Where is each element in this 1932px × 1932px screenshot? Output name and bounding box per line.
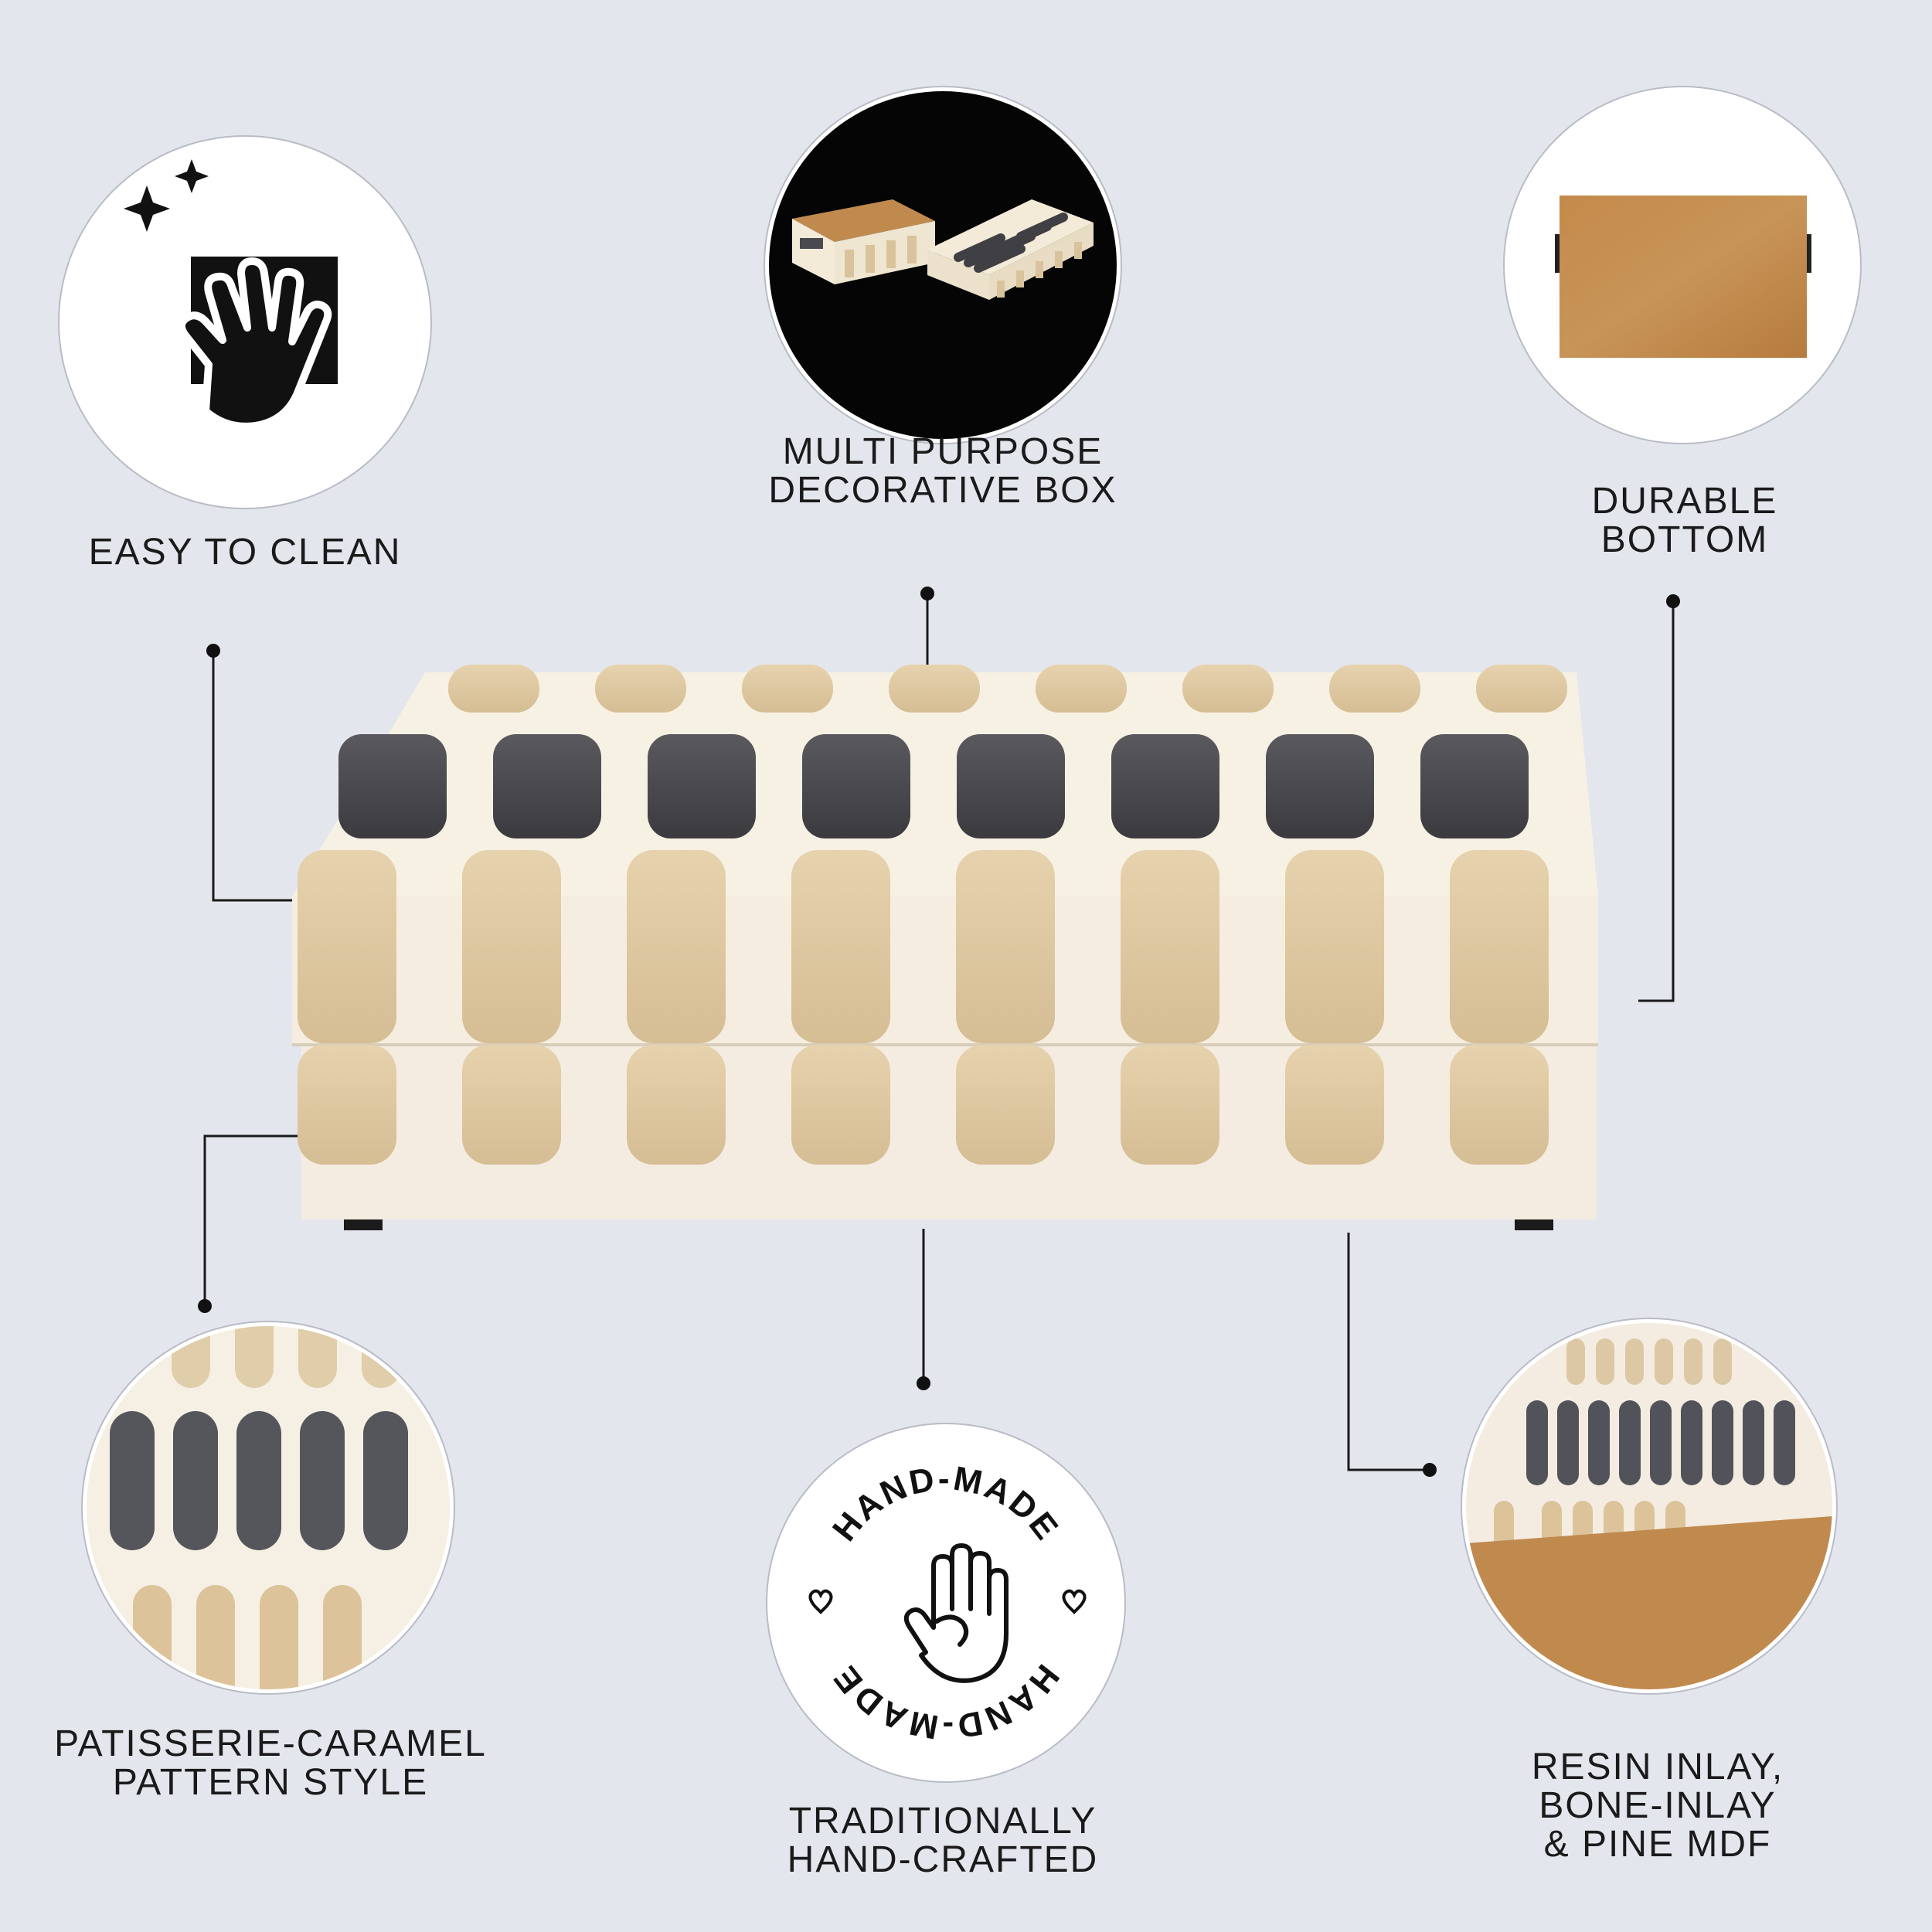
inlay-tile — [1476, 665, 1567, 713]
inlay-tile — [1285, 850, 1384, 1043]
inlay-tile — [595, 665, 686, 713]
inlay-tile — [627, 1045, 726, 1165]
inlay-tile — [1450, 850, 1549, 1043]
connector-pattern — [203, 1134, 301, 1306]
pattern-label: PATISSERIE-CARAMEL PATTERN STYLE — [54, 1723, 487, 1803]
inlay-tile — [1450, 1045, 1549, 1165]
durable-bottom-circle — [1509, 91, 1856, 439]
inlay-tile — [1329, 665, 1420, 713]
inlay-tile — [298, 1045, 396, 1165]
inlay-tile — [493, 734, 601, 838]
inlay-tile — [448, 665, 539, 713]
inlay-tile — [627, 850, 726, 1043]
inlay-tile — [462, 850, 561, 1043]
easy-clean-circle — [63, 141, 427, 504]
inlay-tile — [1121, 850, 1219, 1043]
hand-wipe-icon — [124, 159, 338, 430]
inlay-tile — [802, 734, 910, 838]
pine-bottom-photo — [1555, 196, 1811, 358]
hand-crafted-circle: HAND-MADE HAND-MADE — [771, 1428, 1121, 1777]
connector-easy-clean — [212, 651, 301, 902]
materials-closeup-photo — [1466, 1338, 1832, 1689]
inlay-tile — [1420, 734, 1529, 838]
inlay-tile — [1121, 1045, 1219, 1165]
inlay-tile — [791, 1045, 890, 1165]
inlay-tile — [648, 734, 756, 838]
inlay-tile — [956, 1045, 1055, 1165]
inlay-tile — [1285, 1045, 1384, 1165]
connector-durable-bottom — [1638, 601, 1675, 1002]
inlay-tile — [462, 1045, 561, 1165]
inlay-pattern — [298, 665, 1567, 1165]
materials-circle — [1466, 1323, 1832, 1689]
inlay-tile — [957, 734, 1065, 838]
open-box-photo — [792, 199, 1094, 300]
inlay-tile — [298, 850, 396, 1043]
durable-bottom-label: DURABLE BOTTOM — [1591, 481, 1778, 560]
pattern-closeup-photo — [110, 1326, 408, 1689]
connector-materials — [1347, 1233, 1430, 1471]
pattern-circle — [87, 1326, 450, 1689]
hand-crafted-label: TRADITIONALLY HAND-CRAFTED — [787, 1801, 1099, 1880]
multi-purpose-label: MULTI PURPOSE DECORATIVE BOX — [768, 431, 1117, 511]
multi-purpose-circle — [769, 91, 1117, 439]
inlay-tile — [1036, 665, 1127, 713]
inlay-tile — [889, 665, 980, 713]
inlay-tile — [1182, 665, 1274, 713]
svg-text:HAND-MADE: HAND-MADE — [825, 1460, 1066, 1549]
stamp-text-bottom: HAND-MADE — [825, 1658, 1064, 1747]
inlay-tile — [956, 850, 1055, 1043]
stamp-text-top: HAND-MADE — [825, 1460, 1064, 1549]
inlay-tile — [791, 850, 890, 1043]
easy-clean-label: EASY TO CLEAN — [88, 532, 402, 573]
svg-text:HAND-MADE: HAND-MADE — [825, 1658, 1066, 1747]
hand-made-stamp-icon: HAND-MADE HAND-MADE — [808, 1460, 1087, 1747]
inlay-tile — [1111, 734, 1219, 838]
inlay-tile — [338, 734, 447, 838]
inlay-tile — [1266, 734, 1374, 838]
inlay-tile — [742, 665, 833, 713]
materials-label: RESIN INLAY, BONE-INLAY & PINE MDF — [1531, 1747, 1784, 1865]
